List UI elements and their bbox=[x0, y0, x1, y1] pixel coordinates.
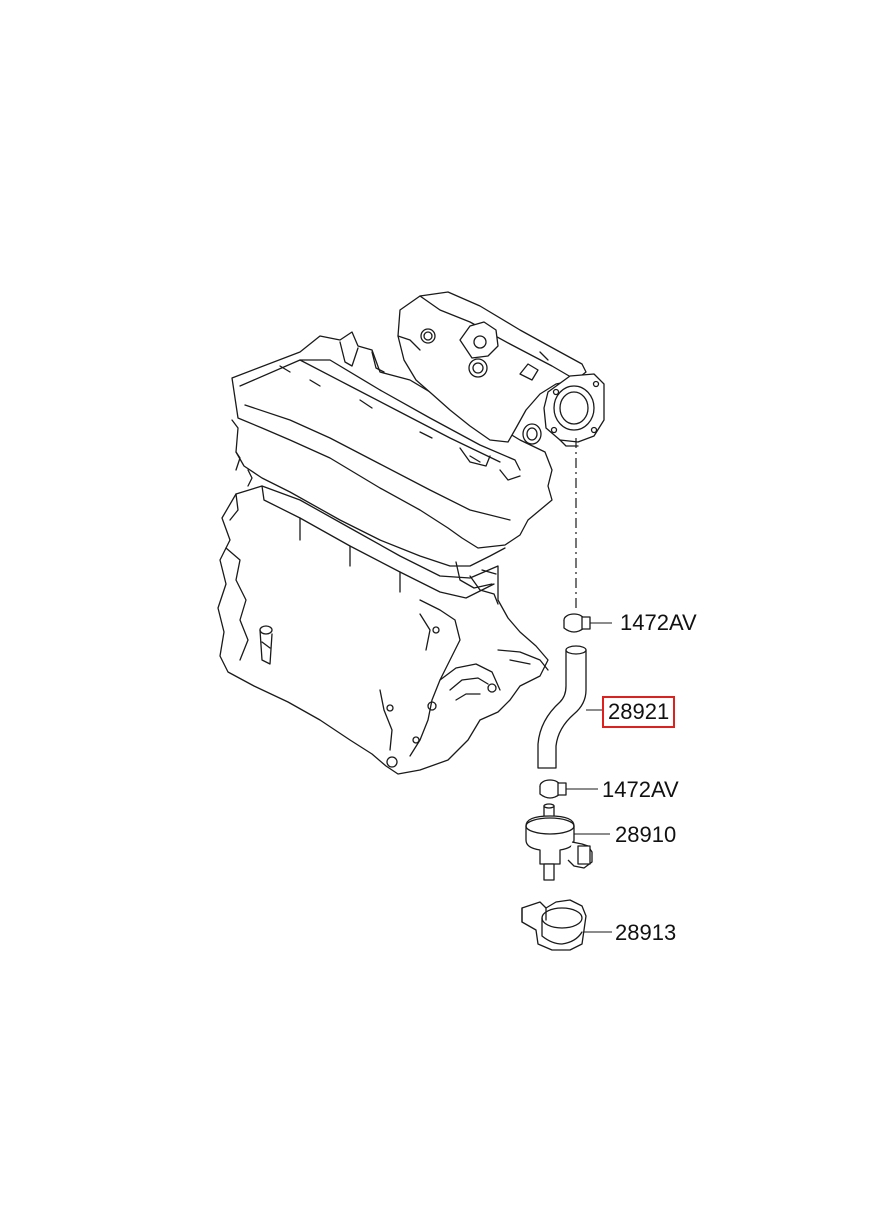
part-label-bracket[interactable]: 28913 bbox=[615, 920, 677, 945]
part-label-clamp-lower[interactable]: 1472AV bbox=[602, 777, 679, 802]
vacuum-hose[interactable] bbox=[537, 645, 604, 769]
hose-clamp-upper[interactable] bbox=[563, 613, 612, 633]
part-label-clamp-upper[interactable]: 1472AV bbox=[620, 610, 697, 635]
part-label-hose[interactable]: 28921 bbox=[602, 696, 676, 728]
purge-control-valve[interactable] bbox=[525, 803, 610, 881]
hose-clamp-lower[interactable] bbox=[539, 779, 598, 799]
engine-block bbox=[217, 331, 553, 775]
intake-manifold bbox=[397, 291, 605, 447]
valve-bracket[interactable] bbox=[521, 899, 612, 951]
part-label-valve[interactable]: 28910 bbox=[615, 822, 677, 847]
